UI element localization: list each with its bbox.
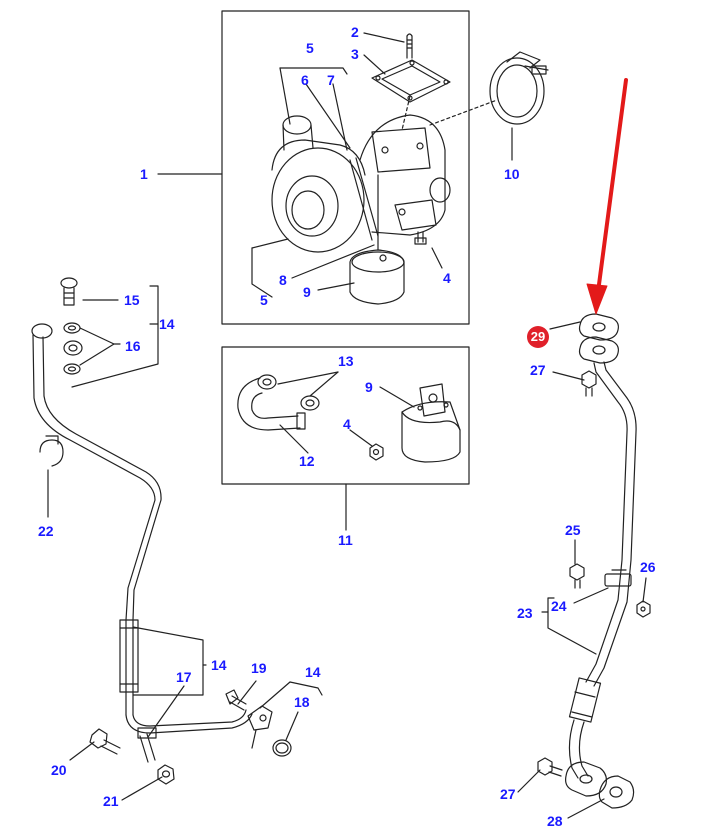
callout-28: 28 [547,813,563,829]
oil-feed-line-drawing [31,277,292,785]
callout-24: 24 [551,598,567,614]
callout-3: 3 [351,46,359,62]
callout-22: 22 [38,523,54,539]
callout-19: 19 [251,660,267,676]
callout-2: 2 [351,24,359,40]
callout-4-top: 4 [443,270,451,286]
callout-25: 25 [565,522,581,538]
callout-14-upper: 14 [159,316,175,332]
callout-9-kit: 9 [365,379,373,395]
callout-27-upper: 27 [530,362,546,378]
callout-11: 11 [338,532,353,548]
callout-9-top: 9 [303,284,311,300]
callout-26: 26 [640,559,656,575]
callout-12: 12 [299,453,315,469]
callout-6: 6 [301,72,309,88]
turbocharger-drawing [271,33,549,305]
callout-5-bottom: 5 [260,292,268,308]
callout-10: 10 [504,166,520,182]
callout-13: 13 [338,353,354,369]
callout-16: 16 [125,338,141,354]
callout-5-top: 5 [306,40,314,56]
oil-return-line-drawing [537,313,651,809]
turbocharger-assembly-box [221,10,470,325]
leader-lines [47,32,647,819]
callout-4-kit: 4 [343,416,351,432]
callout-18: 18 [294,694,310,710]
red-pointer-arrow [586,78,628,315]
callout-8: 8 [279,272,287,288]
callout-15: 15 [124,292,140,308]
actuator-kit-drawing [237,374,461,463]
callout-21: 21 [103,793,119,809]
highlighted-callout-29[interactable]: 29 [527,326,549,348]
callout-14-middle: 14 [211,657,227,673]
callout-17: 17 [176,669,192,685]
callout-7: 7 [327,72,335,88]
callout-20: 20 [51,762,67,778]
callout-14-lower: 14 [305,664,321,680]
callout-27-lower: 27 [500,786,516,802]
callout-1: 1 [140,166,148,182]
callout-23: 23 [517,605,533,621]
